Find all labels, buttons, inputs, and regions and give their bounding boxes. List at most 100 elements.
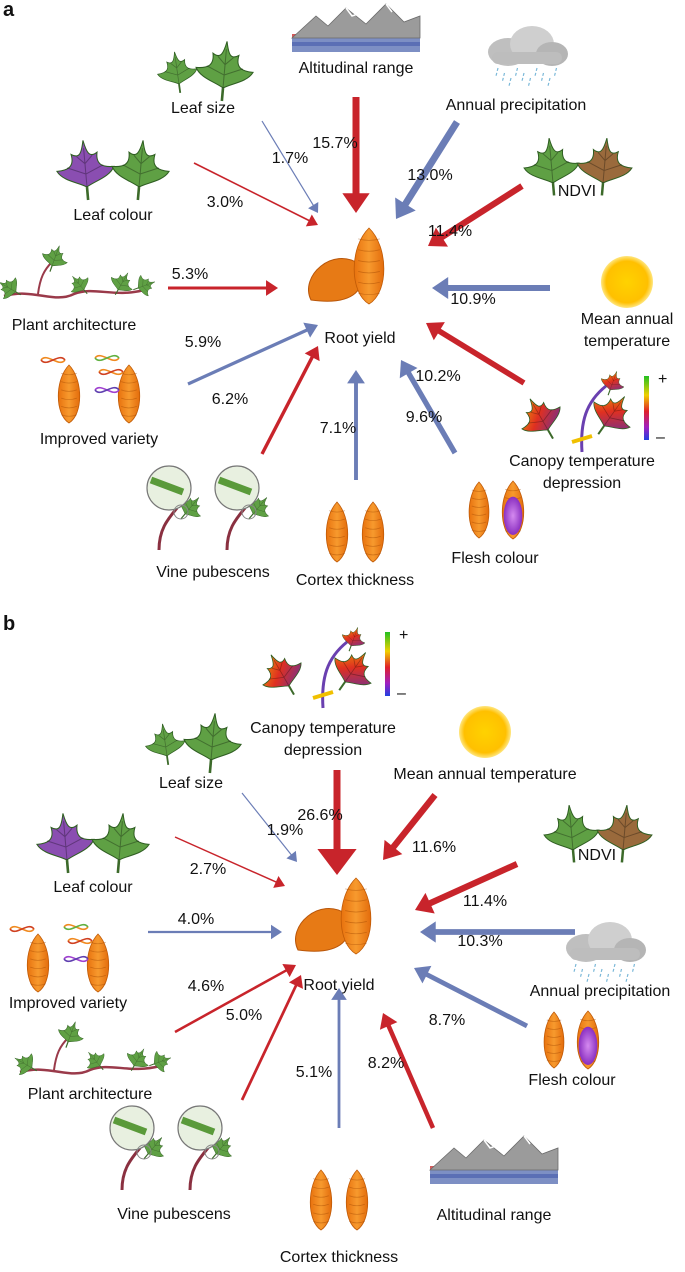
label-altitudinal-range: Altitudinal range	[437, 1207, 552, 1224]
percent-ndvi: 11.4%	[463, 893, 507, 910]
root-yield-icon	[308, 227, 385, 305]
arrow-vine-pubescens	[240, 975, 303, 1101]
percent-cortex-thickness: 5.1%	[296, 1064, 332, 1081]
percent-flesh-colour: 9.6%	[406, 409, 442, 426]
label-leaf-colour: Leaf colour	[73, 207, 153, 224]
label-ndvi: NDVI	[578, 847, 616, 864]
arrow-leaf-colour	[193, 162, 318, 227]
panel-letter: a	[3, 0, 15, 21]
mountain-icon	[290, 3, 421, 52]
label-plant-architecture: Plant architecture	[28, 1086, 153, 1103]
percent-altitudinal-range: 15.7%	[312, 135, 357, 152]
rain-cloud-icon	[488, 26, 568, 87]
arrow-ndvi	[415, 861, 519, 914]
label-canopy-temperature-depression: Canopy temperature	[509, 453, 655, 470]
percent-vine-pubescens: 6.2%	[212, 391, 248, 408]
label-mean-annual-temperature: Mean annual	[581, 311, 674, 328]
percent-improved-variety: 5.9%	[185, 334, 221, 351]
percent-plant-architecture: 5.3%	[172, 266, 208, 283]
percent-leaf-size: 1.7%	[272, 150, 308, 167]
leaf-pair-icon	[157, 41, 254, 102]
arrow-cortex-thickness	[331, 988, 347, 1128]
percent-annual-precipitation: 10.3%	[457, 933, 502, 950]
arrow-ndvi	[428, 183, 524, 247]
label-improved-variety: Improved variety	[9, 995, 127, 1012]
arrow-leaf-size	[261, 120, 319, 213]
arrow-mean-annual-temperature	[432, 277, 550, 299]
percent-leaf-colour: 3.0%	[207, 194, 243, 211]
purple-green-leaf-icon	[56, 140, 170, 201]
label-leaf-colour: Leaf colour	[53, 879, 133, 896]
percent-annual-precipitation: 13.0%	[407, 167, 452, 184]
tuber-pair-icon	[310, 1169, 368, 1231]
thermal-canopy-icon	[521, 371, 649, 453]
label-annual-precipitation: Annual precipitation	[446, 97, 587, 114]
scale-minus-mark: –	[656, 429, 665, 446]
center-label-root-yield: Root yield	[303, 977, 374, 994]
mountain-icon	[428, 1135, 559, 1184]
percent-ndvi: 11.4%	[428, 223, 472, 240]
arrow-mean-annual-temperature	[383, 793, 438, 860]
rain-cloud-icon	[566, 922, 646, 983]
percent-leaf-size: 1.9%	[267, 822, 303, 839]
arrow-canopy-temperature-depression	[317, 770, 357, 875]
magnifier-vine-icon	[109, 1105, 232, 1191]
arrow-canopy-temperature-depression	[426, 322, 526, 386]
percent-mean-annual-temperature: 11.6%	[412, 839, 456, 856]
label-canopy-temperature-depression: depression	[284, 742, 362, 759]
sun-icon	[601, 256, 653, 308]
green-brown-leaf-icon	[523, 138, 633, 196]
arrow-plant-architecture	[174, 963, 296, 1034]
tuber-pair-icon	[326, 501, 384, 563]
thermal-canopy-icon	[262, 627, 390, 709]
percent-canopy-temperature-depression: 26.6%	[297, 807, 342, 824]
label-mean-annual-temperature: Mean annual temperature	[393, 766, 576, 783]
center-label-root-yield: Root yield	[324, 330, 395, 347]
purple-green-leaf-icon	[36, 813, 150, 874]
scale-plus-mark: +	[658, 371, 667, 388]
label-leaf-size: Leaf size	[171, 100, 235, 117]
label-improved-variety: Improved variety	[40, 431, 158, 448]
sun-icon	[459, 706, 511, 758]
arrow-leaf-colour	[174, 836, 285, 888]
arrow-improved-variety	[187, 322, 318, 386]
label-altitudinal-range: Altitudinal range	[299, 60, 414, 77]
arrow-plant-architecture	[168, 280, 278, 296]
vine-icon	[14, 1021, 172, 1075]
arrow-altitudinal-range	[342, 97, 370, 213]
label-flesh-colour: Flesh colour	[451, 550, 539, 567]
arrow-flesh-colour	[414, 965, 529, 1029]
arrow-altitudinal-range	[379, 1013, 436, 1129]
arrow-annual-precipitation	[395, 120, 460, 219]
percent-mean-annual-temperature: 10.9%	[450, 291, 495, 308]
label-cortex-thickness: Cortex thickness	[280, 1249, 398, 1266]
label-canopy-temperature-depression: Canopy temperature	[250, 720, 396, 737]
scale-plus-mark: +	[399, 627, 408, 644]
vine-icon	[0, 245, 156, 299]
arrow-improved-variety	[148, 924, 282, 940]
magnifier-vine-icon	[146, 465, 269, 551]
panel-letter: b	[3, 613, 15, 635]
percent-cortex-thickness: 7.1%	[320, 420, 356, 437]
percent-improved-variety: 4.0%	[178, 911, 214, 928]
root-yield-icon	[295, 877, 372, 955]
label-vine-pubescens: Vine pubescens	[156, 564, 270, 581]
arrow-vine-pubescens	[260, 346, 320, 455]
percent-altitudinal-range: 8.2%	[368, 1055, 404, 1072]
purple-flesh-tuber-icon	[543, 1010, 599, 1070]
dna-tuber-icon	[9, 923, 109, 993]
label-cortex-thickness: Cortex thickness	[296, 572, 414, 589]
percent-plant-architecture: 4.6%	[188, 978, 224, 995]
label-ndvi: NDVI	[558, 183, 596, 200]
label-flesh-colour: Flesh colour	[528, 1072, 616, 1089]
arrow-cortex-thickness	[347, 370, 365, 480]
label-canopy-temperature-depression: depression	[543, 475, 621, 492]
leaf-pair-icon	[145, 713, 242, 774]
percent-leaf-colour: 2.7%	[190, 861, 226, 878]
label-vine-pubescens: Vine pubescens	[117, 1206, 231, 1223]
label-mean-annual-temperature: temperature	[584, 333, 670, 350]
arrow-annual-precipitation	[420, 921, 575, 943]
